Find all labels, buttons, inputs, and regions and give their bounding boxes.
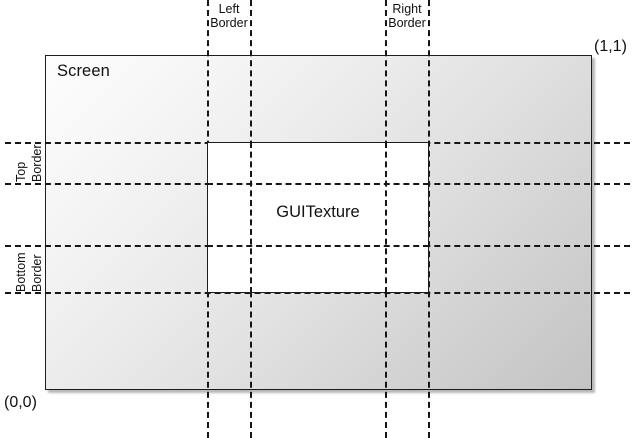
screen-label: Screen [57,62,110,80]
screen-min-coordinate-label: (0,0) [4,394,37,411]
top-border-label-line2: Border [30,144,44,182]
right-border-label-line2: Border [388,16,426,30]
top-border-label-line1: Top [14,161,28,182]
right-border-inner-guide-line-overlay [385,142,387,293]
left-border-label-line2: Border [210,16,248,30]
right-border-label-line1: Right [392,2,422,16]
bottom-border-label-line2: Border [30,254,44,292]
left-border-label-line1: Left [218,2,240,16]
screen-max-coordinate-label: (1,1) [594,38,627,55]
top-border-inner-guide-line-overlay [207,183,429,185]
right-border-label: Right Border [374,2,440,30]
guitexture-label: GUITexture [276,203,360,221]
bottom-border-outer-guide-line [5,292,630,294]
bottom-border-label-line1: Bottom [14,252,28,292]
right-border-outer-guide-line [428,0,430,438]
bottom-border-inner-guide-line-overlay [207,245,429,247]
guitexture-rectangle [207,142,429,293]
left-border-label: Left Border [196,2,262,30]
left-border-inner-guide-line-overlay [250,142,252,293]
